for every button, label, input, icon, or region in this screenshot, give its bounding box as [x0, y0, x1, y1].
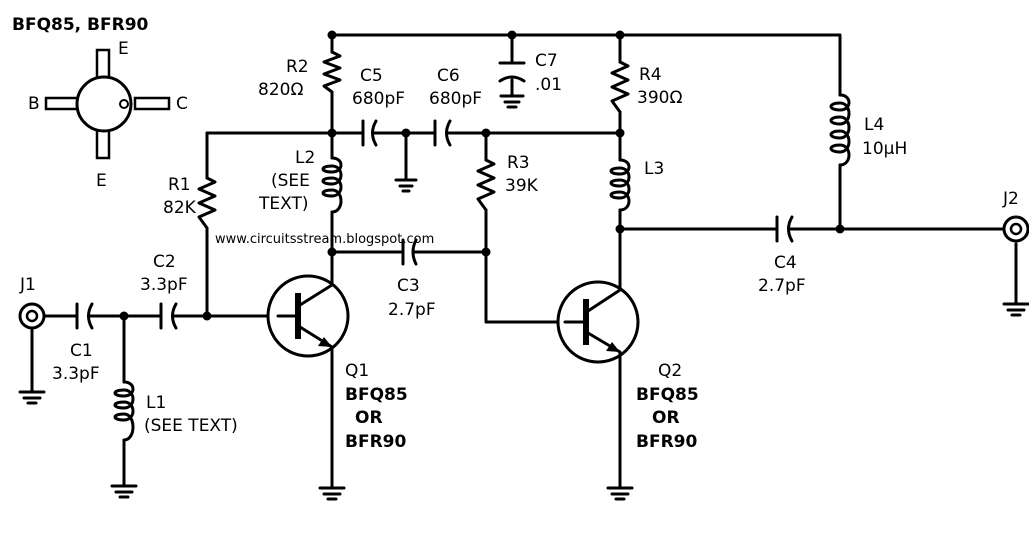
q2-ref: Q2 [658, 361, 682, 381]
connector-j2: J2 [1002, 189, 1029, 243]
ground-icon [18, 390, 46, 405]
npn-transistor-icon [266, 274, 350, 358]
pin-c [133, 96, 171, 111]
pin-e-top-label: E [118, 39, 129, 59]
collector-marker [119, 99, 129, 109]
ground-icon [606, 486, 634, 501]
capacitor-c7: C7 .01 [498, 51, 562, 95]
q1-or: OR [355, 408, 383, 428]
ground-icon [1002, 302, 1029, 317]
inductor-l4: L4 10µH [829, 93, 907, 167]
q1-type-2: BFR90 [345, 432, 406, 452]
pin-b [44, 96, 82, 111]
capacitor-c6: C6 680pF [429, 66, 482, 147]
transistor-pinout-diagram: BFQ85, BFR90 E B C E [12, 15, 188, 191]
c2-value: 3.3pF [140, 275, 188, 295]
capacitor-c2: C2 3.3pF [140, 252, 188, 330]
j2-ref: J2 [1002, 189, 1019, 209]
pin-e-bottom-label: E [96, 171, 107, 191]
c7-ref: C7 [535, 51, 558, 71]
l3-ref: L3 [644, 159, 664, 179]
capacitor-c4: C4 2.7pF [758, 215, 806, 296]
wires [30, 33, 1018, 490]
l1-value: (SEE TEXT) [144, 416, 238, 436]
ground-icon [499, 94, 525, 109]
q1-ref: Q1 [345, 361, 369, 381]
q2-type-2: BFR90 [636, 432, 697, 452]
c4-value: 2.7pF [758, 276, 806, 296]
inductor-l1: L1 (SEE TEXT) [113, 380, 238, 442]
resistor-r3: R3 39K [476, 153, 539, 212]
l2-ref: L2 [295, 148, 315, 168]
ground-icon [110, 484, 138, 499]
l2-value-line2: TEXT) [258, 194, 309, 214]
c6-value: 680pF [429, 89, 482, 109]
l1-ref: L1 [146, 393, 166, 413]
r3-value: 39K [505, 176, 539, 196]
inductor-l2: L2 (SEE TEXT) [258, 148, 343, 214]
connector-j1: J1 [18, 275, 46, 330]
r2-ref: R2 [286, 57, 309, 77]
l4-ref: L4 [864, 115, 884, 135]
watermark-text: www.circuitsstream.blogspot.com [215, 232, 434, 247]
l2-value-line1: (SEE [271, 171, 310, 191]
r4-ref: R4 [639, 65, 662, 85]
c5-value: 680pF [352, 89, 405, 109]
npn-transistor-icon [556, 280, 640, 364]
pin-b-label: B [28, 94, 40, 114]
c1-value: 3.3pF [52, 364, 100, 384]
r4-value: 390Ω [637, 88, 682, 108]
transistor-package [75, 75, 133, 133]
q2-type-1: BFQ85 [636, 385, 699, 405]
q2-or: OR [652, 408, 680, 428]
r1-ref: R1 [168, 175, 191, 195]
capacitor-c5: C5 680pF [352, 66, 405, 147]
j1-ref: J1 [19, 275, 36, 295]
resistor-r2: R2 820Ω [258, 50, 342, 100]
c2-ref: C2 [153, 252, 176, 272]
transistor-q1: Q1 BFQ85 OR BFR90 [266, 274, 408, 452]
pin-e-top [95, 48, 111, 82]
c4-ref: C4 [774, 253, 797, 273]
c7-value: .01 [535, 75, 562, 95]
ground-icon [394, 178, 418, 193]
resistor-r1: R1 82K [163, 175, 217, 230]
ground-symbols [18, 94, 1029, 501]
pin-c-label: C [176, 94, 188, 114]
c1-ref: C1 [70, 341, 93, 361]
resistor-r4: R4 390Ω [610, 60, 682, 114]
pinout-title: BFQ85, BFR90 [12, 15, 149, 35]
c3-value: 2.7pF [388, 300, 436, 320]
capacitor-c3: C3 2.7pF [388, 238, 436, 320]
c6-ref: C6 [437, 66, 460, 86]
transistor-q2: Q2 BFQ85 OR BFR90 [556, 280, 699, 452]
r3-ref: R3 [507, 153, 530, 173]
q1-type-1: BFQ85 [345, 385, 408, 405]
r2-value: 820Ω [258, 80, 303, 100]
l4-value: 10µH [862, 139, 907, 159]
capacitor-c1: C1 3.3pF [52, 302, 100, 384]
junction-dots [119, 30, 845, 321]
c3-ref: C3 [397, 276, 420, 296]
inductor-l3: L3 [609, 158, 664, 212]
r1-value: 82K [163, 198, 197, 218]
pin-e-bottom [95, 126, 111, 160]
c5-ref: C5 [360, 66, 383, 86]
ground-icon [318, 486, 346, 501]
